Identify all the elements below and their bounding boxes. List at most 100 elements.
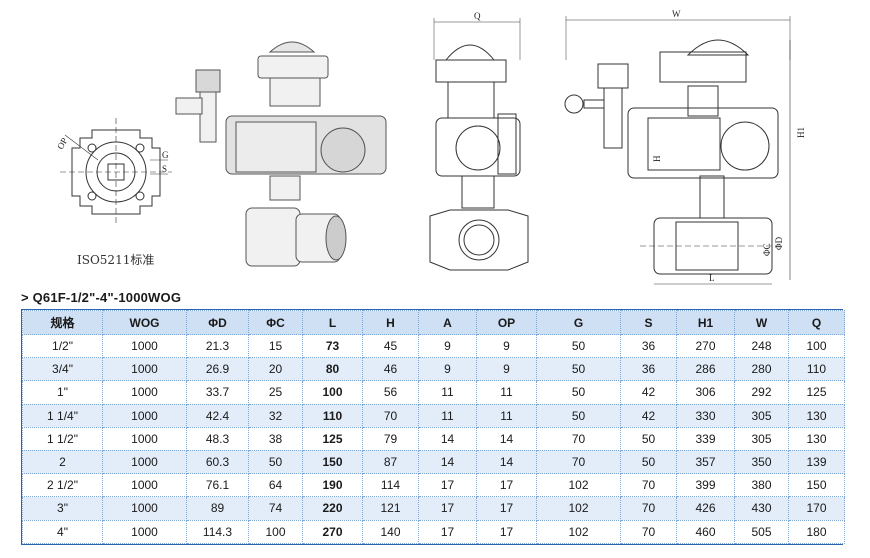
column-header: G [536, 310, 621, 335]
table-cell: 1000 [102, 333, 187, 359]
column-header: ΦD [186, 310, 249, 335]
table-cell: 45 [362, 333, 419, 359]
table-cell: 11 [476, 403, 537, 428]
h1-dim-label: H1 [796, 127, 806, 138]
table-cell: 220 [302, 496, 363, 521]
table-cell: 11 [476, 380, 537, 405]
iso-standard-label: ISO5211标准 [77, 253, 154, 267]
table-cell: 180 [788, 519, 845, 544]
table-cell: 50 [620, 426, 677, 451]
table-cell: 60.3 [186, 449, 249, 475]
table-cell: 36 [620, 357, 677, 382]
table-cell: 9 [476, 357, 537, 382]
table-cell: 74 [248, 496, 303, 521]
column-header: A [418, 310, 477, 335]
column-header: W [734, 310, 789, 335]
table-cell: 2 1/2" [22, 473, 103, 498]
column-header: H [362, 310, 419, 335]
table-cell: 9 [476, 333, 537, 359]
table-cell: 430 [734, 496, 789, 521]
table-cell: 50 [536, 380, 621, 405]
l-dim-label: L [709, 273, 715, 283]
table-cell: 270 [676, 333, 735, 359]
table-cell: 46 [362, 357, 419, 382]
table-cell: 3" [22, 496, 103, 521]
table-cell: 17 [476, 519, 537, 544]
column-header: Q [788, 310, 845, 335]
s-label: S [162, 164, 167, 174]
column-header: 规格 [22, 310, 103, 335]
table-cell: 50 [620, 449, 677, 475]
table-cell: 1 1/2" [22, 426, 103, 451]
valve-side-view: W H1 H ΦC ΦD L [564, 9, 806, 285]
table-cell: 100 [248, 519, 303, 544]
table-cell: 42.4 [186, 403, 249, 428]
table-cell: 1000 [102, 380, 187, 405]
table-cell: 1000 [102, 357, 187, 382]
table-cell: 26.9 [186, 357, 249, 382]
table-cell: 32 [248, 403, 303, 428]
table-cell: 17 [476, 473, 537, 498]
table-cell: 339 [676, 426, 735, 451]
table-cell: 70 [620, 473, 677, 498]
table-cell: 70 [362, 403, 419, 428]
table-cell: 130 [788, 403, 845, 428]
phi-c-dim-label: ΦC [762, 243, 772, 256]
table-cell: 76.1 [186, 473, 249, 498]
table-cell: 11 [418, 403, 477, 428]
table-cell: 1000 [102, 426, 187, 451]
table-cell: 305 [734, 403, 789, 428]
table-cell: 9 [418, 333, 477, 359]
table-cell: 357 [676, 449, 735, 475]
table-cell: 270 [302, 519, 363, 544]
table-cell: 1000 [102, 449, 187, 475]
q-dim-label: Q [474, 11, 481, 21]
table-cell: 73 [302, 333, 363, 359]
table-cell: 14 [418, 426, 477, 451]
table-cell: 14 [418, 449, 477, 475]
table-cell: 14 [476, 449, 537, 475]
table-cell: 350 [734, 449, 789, 475]
table-cell: 190 [302, 473, 363, 498]
table-cell: 21.3 [186, 333, 249, 359]
table-cell: 150 [788, 473, 845, 498]
table-cell: 125 [788, 380, 845, 405]
table-cell: 306 [676, 380, 735, 405]
h-dim-label: H [652, 155, 662, 162]
table-cell: 130 [788, 426, 845, 451]
table-cell: 87 [362, 449, 419, 475]
table-cell: 114.3 [186, 519, 249, 544]
table-cell: 33.7 [186, 380, 249, 405]
table-cell: 100 [788, 333, 845, 359]
table-cell: 70 [536, 426, 621, 451]
table-cell: 380 [734, 473, 789, 498]
table-cell: 1000 [102, 473, 187, 498]
table-cell: 140 [362, 519, 419, 544]
iso5211-flange-view: OP G S ISO5211标准 [55, 118, 172, 267]
table-cell: 1000 [102, 496, 187, 521]
table-cell: 102 [536, 496, 621, 521]
table-cell: 102 [536, 473, 621, 498]
table-cell: 17 [418, 519, 477, 544]
table-cell: 150 [302, 449, 363, 475]
table-cell: 1000 [102, 403, 187, 428]
table-cell: 3/4" [22, 357, 103, 382]
column-header: L [302, 310, 363, 335]
table-cell: 9 [418, 357, 477, 382]
table-cell: 14 [476, 426, 537, 451]
column-header: S [620, 310, 677, 335]
table-cell: 56 [362, 380, 419, 405]
technical-drawing: OP G S ISO5211标准 Q [55, 9, 806, 285]
table-cell: 170 [788, 496, 845, 521]
table-cell: 100 [302, 380, 363, 405]
table-cell: 1/2" [22, 333, 103, 359]
table-cell: 460 [676, 519, 735, 544]
table-cell: 114 [362, 473, 419, 498]
table-cell: 1" [22, 380, 103, 405]
table-cell: 505 [734, 519, 789, 544]
table-cell: 36 [620, 333, 677, 359]
